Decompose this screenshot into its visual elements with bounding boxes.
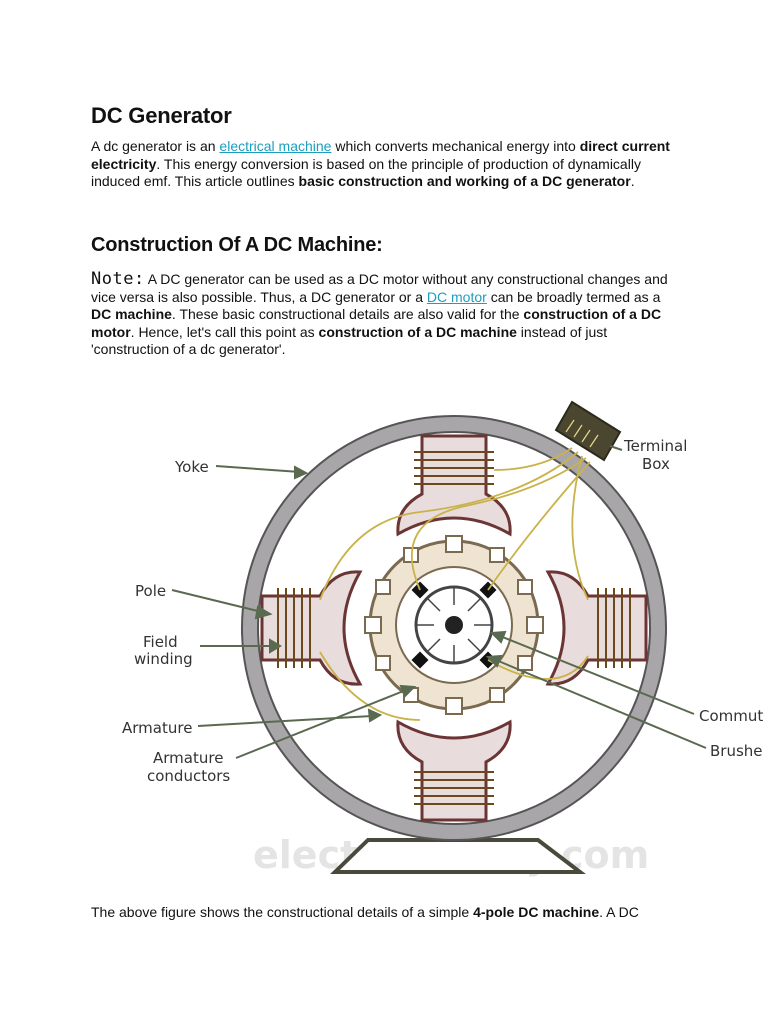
closing-paragraph: The above figure shows the constructiona…: [91, 904, 639, 920]
label-terminal-1: Terminal: [623, 437, 687, 455]
label-yoke: Yoke: [174, 458, 209, 476]
dc-motor-link[interactable]: DC motor: [426, 288, 487, 305]
armature-slots: [364, 535, 544, 715]
pole-bottom: [396, 719, 512, 822]
label-field-2: winding: [134, 650, 193, 668]
note-paragraph: Note: A DC generator can be used as a DC…: [91, 269, 668, 357]
commutator-segments: [416, 587, 492, 663]
note-label: Note:: [91, 269, 145, 289]
section-heading: Construction Of A DC Machine:: [91, 234, 383, 256]
label-arrows: [171, 445, 707, 759]
label-armature: Armature: [122, 719, 192, 737]
pole-top: [396, 434, 512, 537]
dc-machine-diagram: electricaleasy.com: [100, 392, 768, 892]
pole-right: [545, 570, 648, 686]
label-brushes: Brushe: [710, 742, 763, 760]
label-pole: Pole: [135, 582, 166, 600]
intro-paragraph: A dc generator is an electrical machine …: [91, 138, 670, 189]
page-title: DC Generator: [91, 103, 232, 128]
electrical-machine-link[interactable]: electrical machine: [219, 138, 332, 154]
dc-machine-svg: electricaleasy.com: [122, 400, 763, 877]
label-armature-cond-1: Armature: [153, 749, 223, 767]
label-field-1: Field: [143, 633, 178, 651]
field-wires: [319, 447, 591, 721]
terminal-box: [554, 400, 622, 462]
shaft: [445, 616, 463, 634]
label-commutator: Commut: [699, 707, 763, 725]
pole-left: [260, 570, 363, 686]
label-armature-cond-2: conductors: [147, 767, 230, 785]
label-terminal-2: Box: [642, 455, 670, 473]
machine-base: [330, 838, 586, 874]
